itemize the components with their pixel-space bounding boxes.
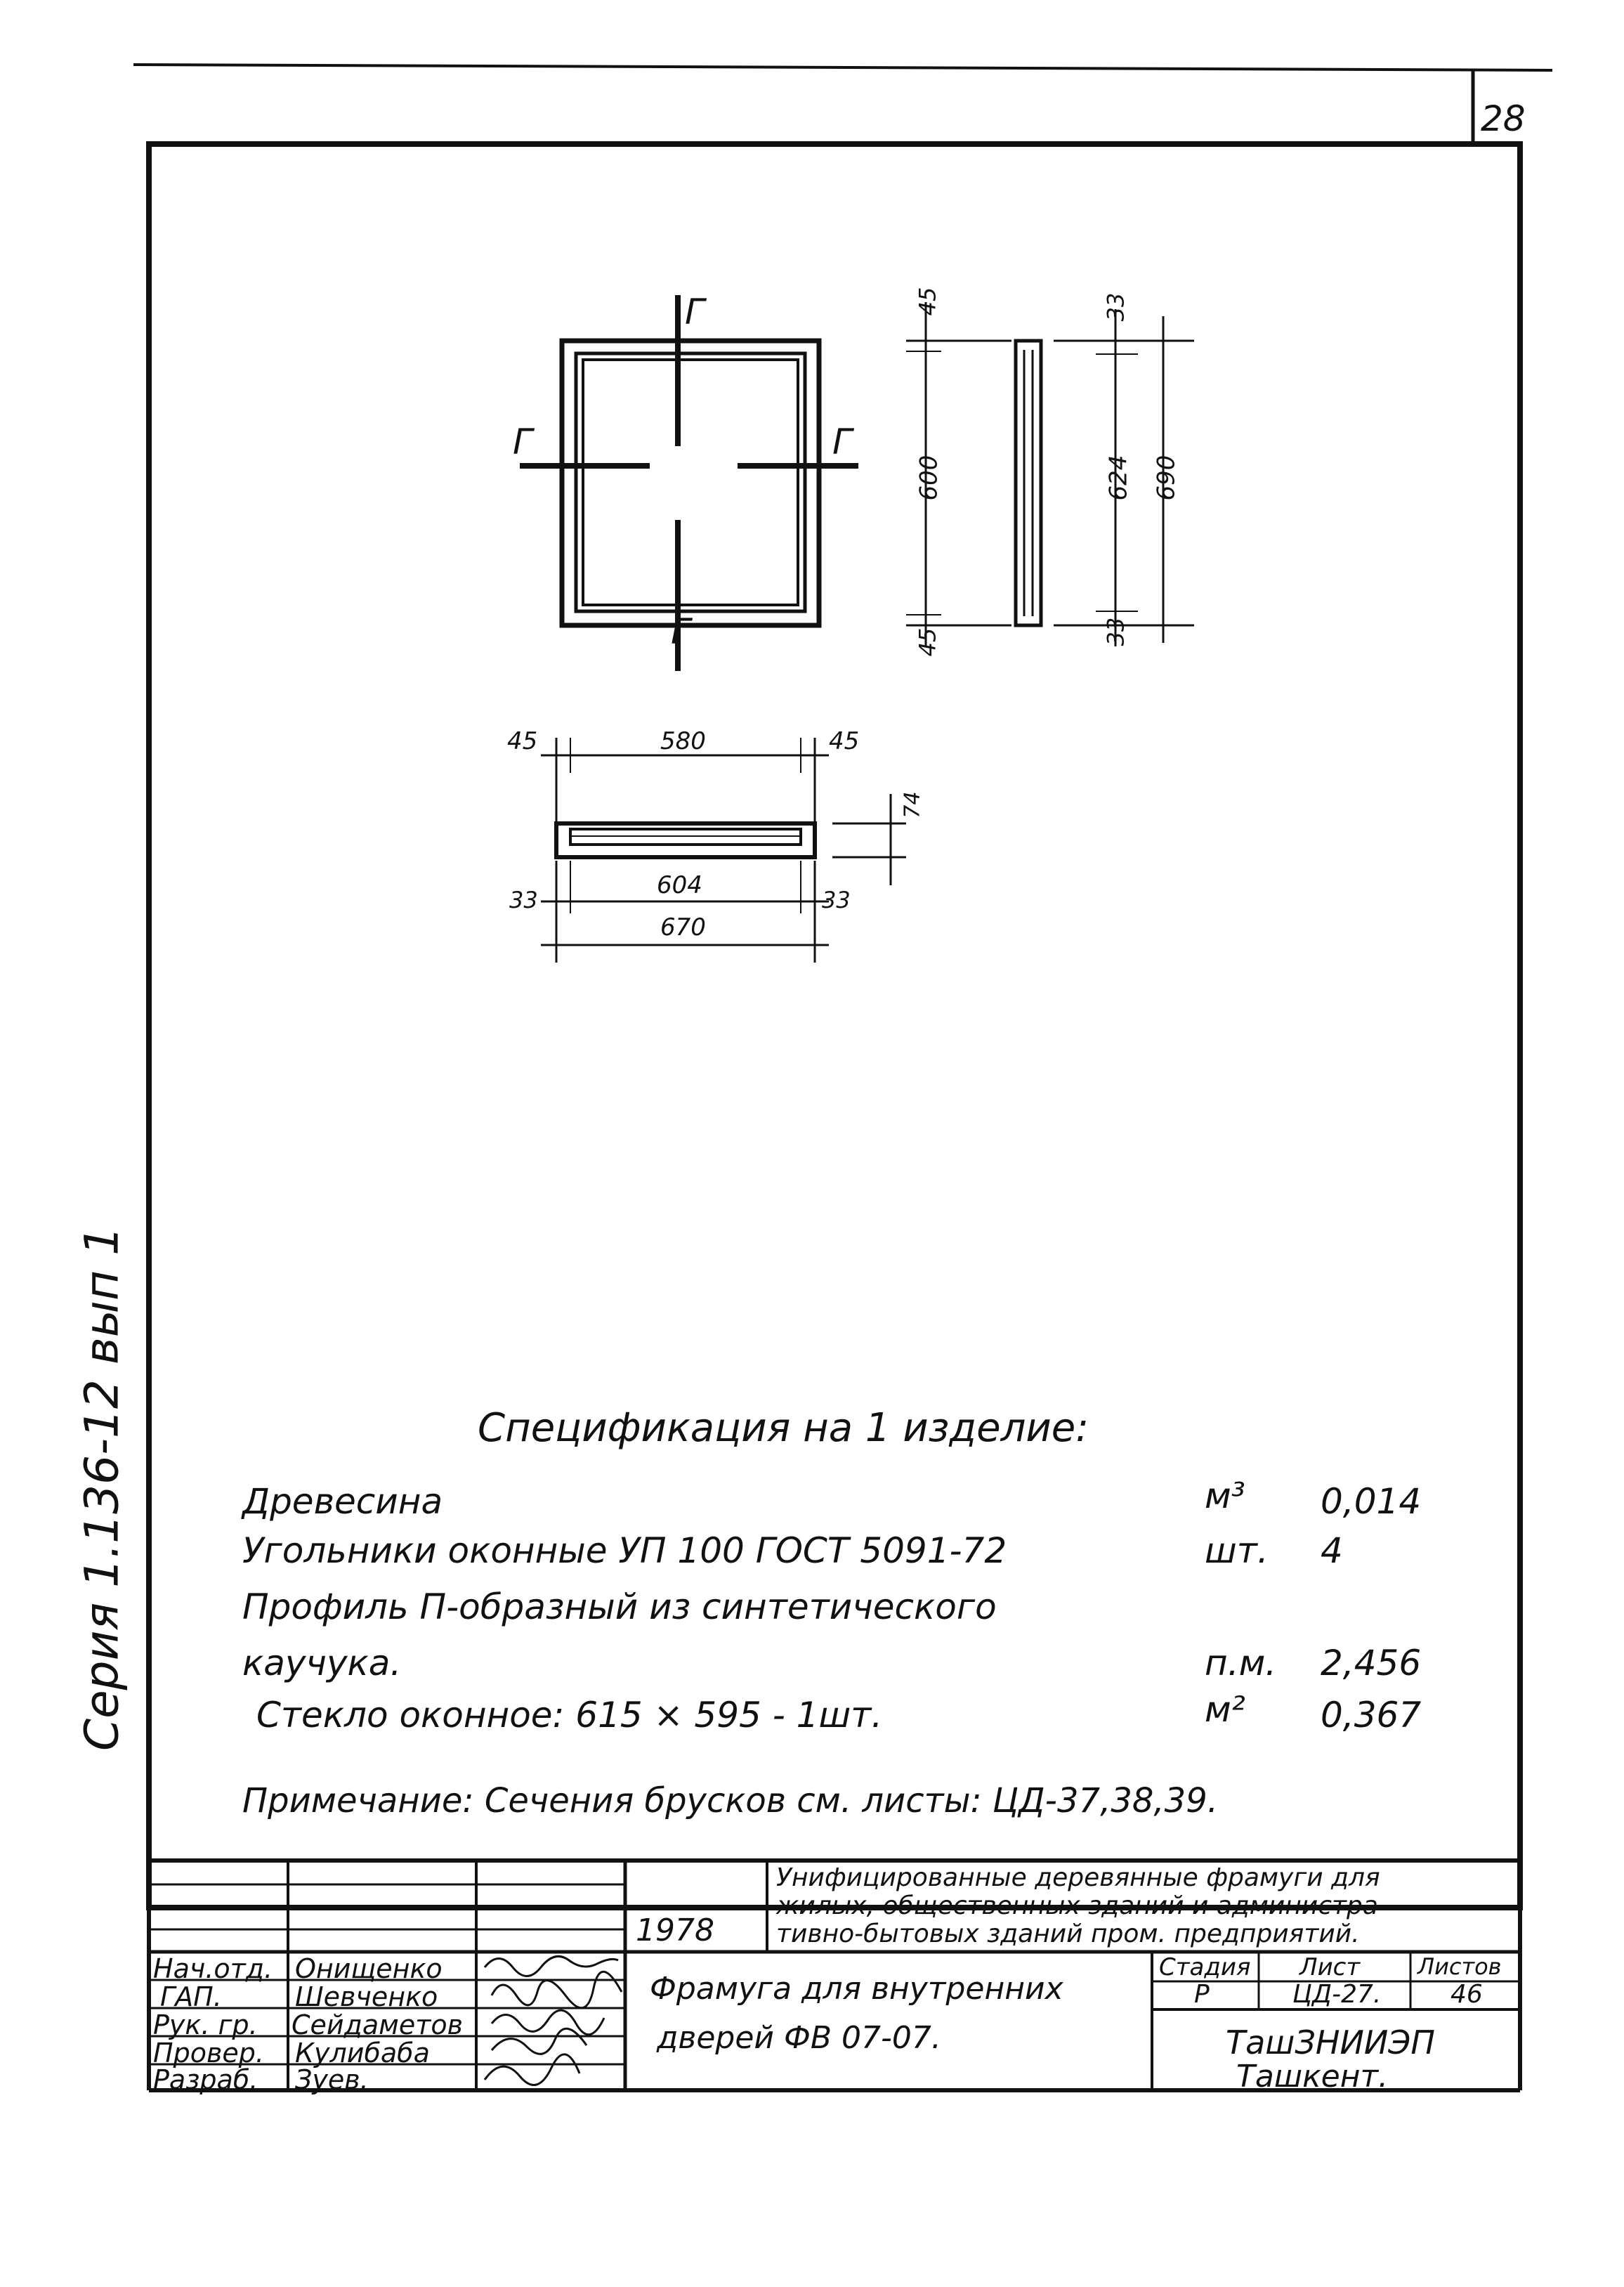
stage-label: Стадия [1159,1953,1251,1981]
section-mark-left: Г [513,422,532,462]
signatures [483,1955,623,2086]
sheets-value: 46 [1451,1980,1483,2009]
title-block-grid [149,1858,1520,2090]
front-view [520,295,858,671]
sheet-label: Лист [1299,1953,1361,1981]
spec-note: Примечание: Сечения брусков см. листы: Ц… [242,1781,1218,1820]
bottom-view [541,738,906,963]
role-name: Онищенко [295,1953,443,1984]
dim-side-690: 690 [1152,455,1181,501]
spec-row-name: Стекло оконное: 615 × 595 - 1шт. [256,1695,883,1735]
spec-row-qty: 2,456 [1321,1643,1422,1683]
spec-row-unit: шт. [1205,1530,1269,1571]
section-mark-bottom: Г [671,611,690,652]
dim-bottom-33-right: 33 [822,887,851,913]
role-name: Сейдаметов [292,2009,463,2040]
dim-side-45-top: 45 [914,287,941,316]
spec-row-unit: м³ [1205,1475,1245,1516]
role-label: ГАП. [160,1981,222,2012]
dim-side-600: 600 [915,455,943,501]
spec-title: Спецификация на 1 изделие: [478,1405,1089,1451]
sheet-name-line1: Фрамуга для внутренних [650,1971,1063,2007]
year: 1978 [636,1913,714,1948]
role-name: Шевченко [295,1981,438,2012]
role-label: Провер. [153,2038,264,2068]
spec-row-name: каучука. [242,1643,402,1683]
section-mark-right: Г [832,422,852,462]
dim-bottom-33-left: 33 [509,887,538,913]
stage-value: Р [1194,1980,1210,2009]
dim-bottom-670: 670 [660,913,706,941]
sheet-name-line2: дверей ФВ 07-07. [657,2020,941,2056]
dim-side-45-bottom: 45 [914,627,941,657]
spec-row-qty: 4 [1321,1530,1343,1571]
series-label: Серия 1.136-12 вып 1 [74,1226,129,1752]
organization-city: Ташкент. [1236,2059,1389,2094]
dim-bottom-45-right: 45 [829,727,860,755]
dim-bottom-45-left: 45 [507,727,538,755]
sheet-value: ЦД-27. [1292,1980,1382,2009]
dim-side-624: 624 [1104,455,1133,501]
spec-row-unit: п.м. [1205,1643,1277,1683]
role-name: Зуев. [295,2064,369,2095]
dim-bottom-604: 604 [657,871,702,899]
project-title-line1: Унифицированные деревянные фрамуги для [776,1863,1380,1892]
dim-side-33-top: 33 [1102,292,1129,322]
spec-row-name: Профиль П-образный из синтетического [242,1586,997,1627]
role-name: Кулибаба [295,2038,430,2068]
role-label: Рук. гр. [153,2009,258,2040]
spec-row-qty: 0,014 [1321,1481,1422,1522]
section-mark-top: Г [685,292,705,332]
organization: ТашЗНИИЭП [1226,2024,1435,2061]
dim-side-33-bottom: 33 [1102,617,1129,646]
project-title-line2: жилых, общественных зданий и администра- [776,1891,1387,1920]
dim-bottom-580: 580 [660,727,706,755]
page-number: 28 [1481,98,1526,139]
dim-bottom-74: 74 [900,791,925,819]
spec-row-name: Древесина [242,1481,443,1522]
spec-row-qty: 0,367 [1321,1695,1422,1735]
role-label: Нач.отд. [153,1953,273,1984]
spec-row-name: Угольники оконные УП 100 ГОСТ 5091-72 [242,1530,1007,1571]
project-title-line3: тивно-бытовых зданий пром. предприятий. [776,1920,1360,1948]
side-view [906,302,1194,646]
sheets-label: Листов [1417,1953,1502,1980]
spec-row-unit: м² [1205,1689,1245,1730]
role-label: Разраб. [153,2064,258,2095]
